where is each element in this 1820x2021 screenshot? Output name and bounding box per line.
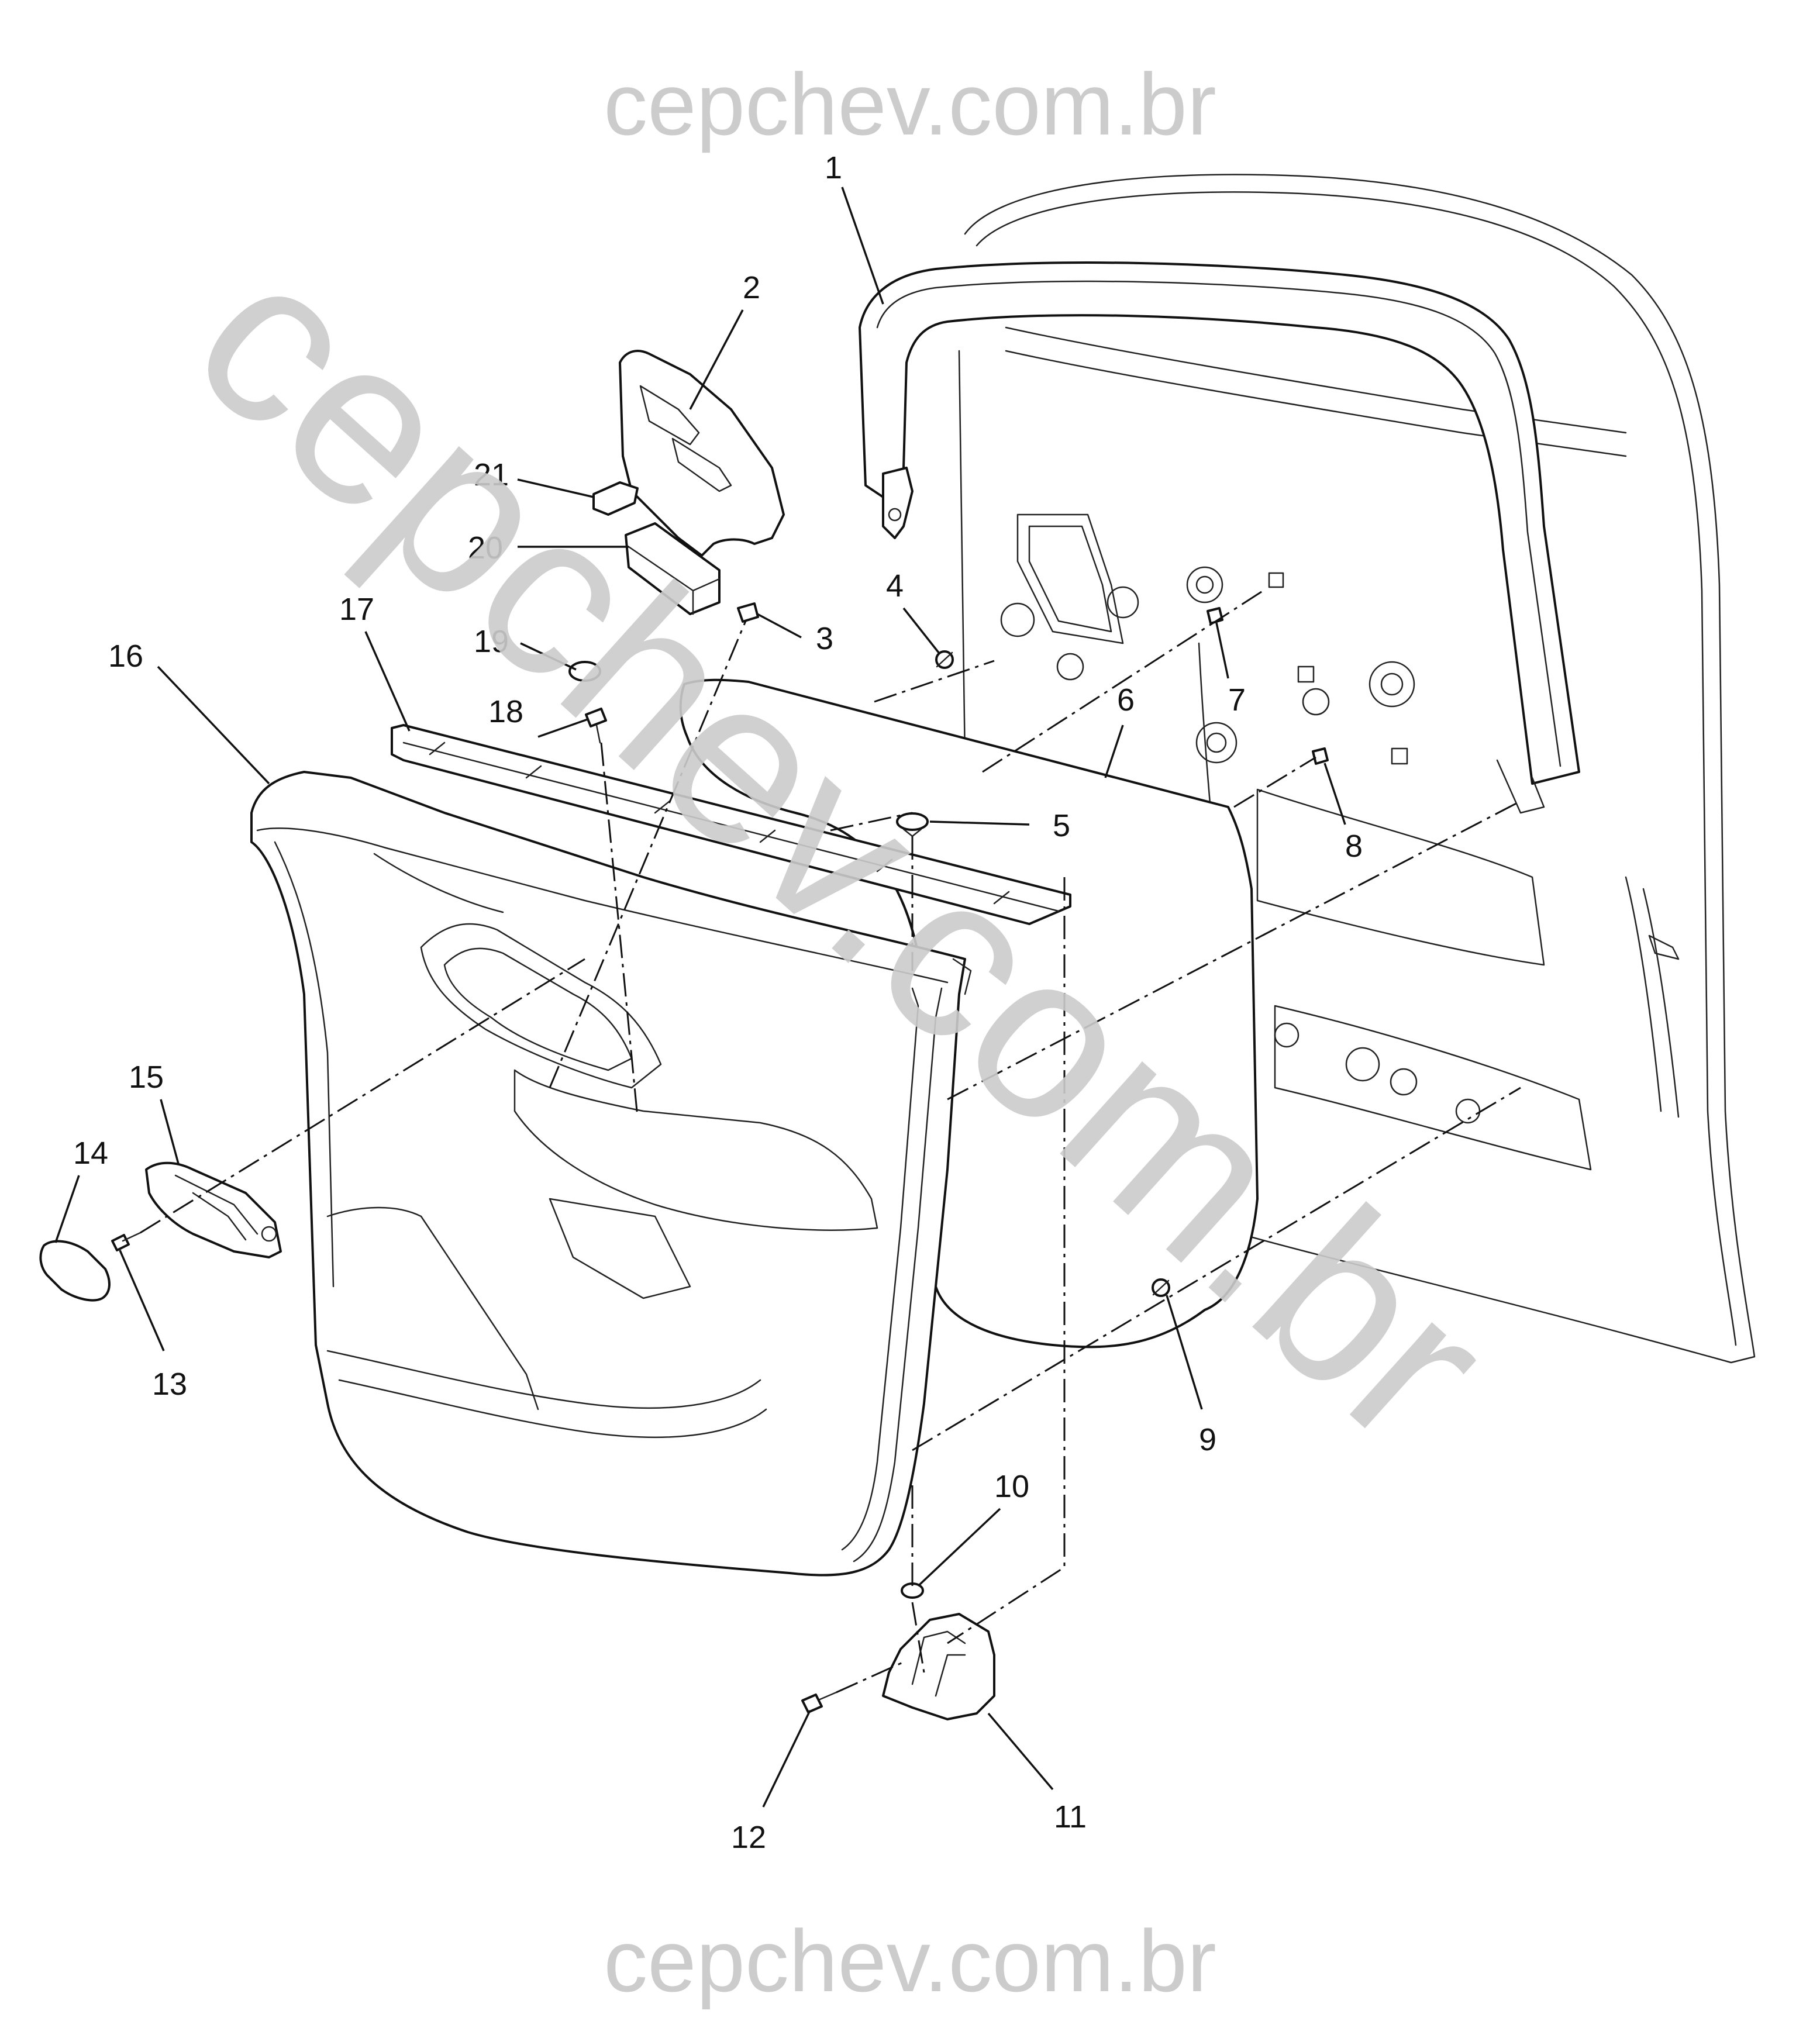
callout-20: 20	[468, 530, 503, 565]
part-11-bracket	[882, 1613, 995, 1720]
part-9-push-pin	[1152, 1278, 1170, 1297]
callout-10: 10	[994, 1469, 1029, 1504]
part-13-screw	[111, 1232, 142, 1251]
callout-5: 5	[1053, 808, 1070, 843]
callout-16: 16	[108, 639, 143, 674]
part-21-switch	[592, 481, 639, 516]
leader-lines	[54, 187, 1346, 1808]
callout-15: 15	[129, 1060, 164, 1095]
part-20-control-module	[625, 522, 721, 615]
part-18-screw	[585, 708, 607, 744]
callout-17: 17	[339, 592, 374, 627]
callout-12: 12	[731, 1820, 766, 1855]
callout-13: 13	[152, 1367, 187, 1402]
callout-1: 1	[825, 150, 842, 185]
alignment-lines	[140, 589, 1521, 1694]
callout-4: 4	[886, 568, 904, 603]
callout-18: 18	[488, 694, 523, 729]
part-12-bolt	[801, 1691, 837, 1713]
part-8-clip	[1312, 747, 1329, 765]
part-15-inside-handle	[145, 1161, 282, 1258]
part-16-door-trim-panel	[250, 771, 972, 1577]
callout-11: 11	[1054, 1799, 1087, 1834]
part-17-beltline-seal	[391, 724, 1071, 925]
callout-labels: 1 2 3 4 5 6 7 8 9 10 11 12 13 14 15 16 1…	[73, 150, 1363, 1855]
watermark-top: cepchev.com.br	[604, 55, 1216, 153]
callout-3: 3	[816, 621, 833, 656]
part-3-clip	[737, 602, 759, 623]
part-2-window-switch-bezel	[619, 350, 785, 557]
part-6-water-deflector	[679, 678, 1259, 1349]
part-19-cap	[568, 661, 601, 682]
callout-14: 14	[73, 1136, 108, 1171]
callout-7: 7	[1228, 682, 1246, 718]
callout-8: 8	[1345, 829, 1363, 864]
watermark-bottom: cepchev.com.br	[604, 1912, 1216, 2010]
callout-2: 2	[743, 270, 760, 305]
part-1-window-frame-molding	[859, 261, 1580, 814]
callout-21: 21	[474, 457, 509, 492]
callout-19: 19	[474, 624, 509, 659]
part-4-push-pin	[935, 650, 954, 669]
part-14-handle-cover	[39, 1240, 111, 1302]
callout-9: 9	[1199, 1422, 1216, 1457]
callout-6: 6	[1117, 682, 1135, 718]
